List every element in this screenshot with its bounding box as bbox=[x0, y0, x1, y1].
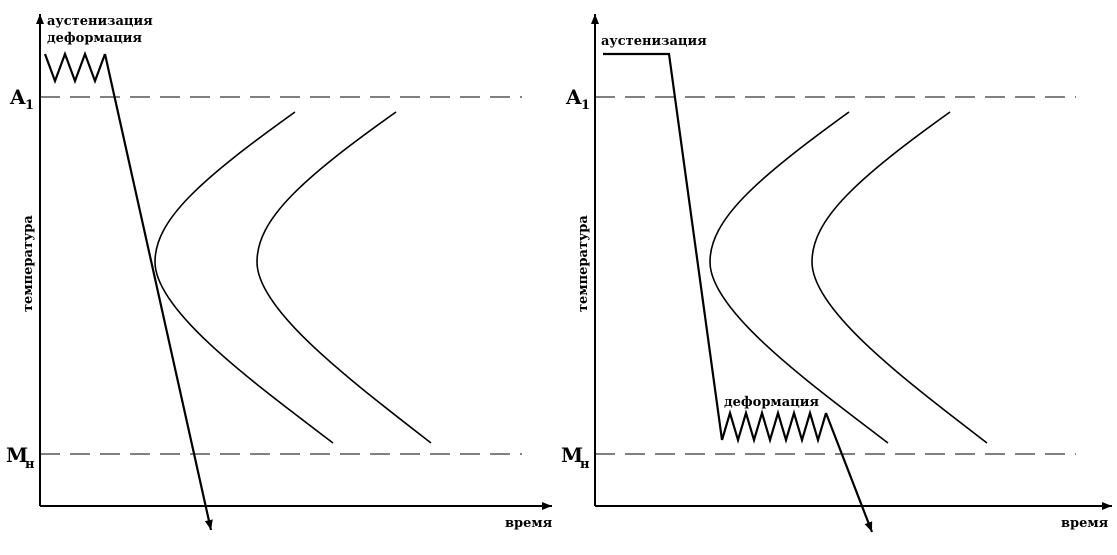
svg-text:1: 1 bbox=[25, 98, 34, 113]
y-axis-label-right: температура bbox=[576, 215, 591, 312]
panel-right: аустенизация деформация A 1 M н температ… bbox=[561, 14, 1112, 533]
a1-label-left: A 1 bbox=[9, 85, 34, 113]
svg-text:A: A bbox=[565, 85, 582, 109]
c-curve-end-right bbox=[811, 111, 988, 444]
austenitization-label-right: аустенизация bbox=[601, 34, 707, 49]
deformation-label-left: деформация bbox=[47, 31, 142, 46]
svg-text:A: A bbox=[9, 85, 26, 109]
c-curve-start-left bbox=[154, 111, 334, 444]
deformation-zigzag-left bbox=[43, 50, 107, 85]
cooling-path-left bbox=[103, 53, 213, 531]
x-axis-label-left: время bbox=[505, 516, 553, 531]
a1-label-right: A 1 bbox=[565, 85, 590, 113]
austenitization-label-left: аустенизация bbox=[47, 14, 153, 29]
svg-text:M: M bbox=[6, 443, 28, 467]
c-curve-start-right bbox=[709, 111, 889, 444]
svg-text:M: M bbox=[561, 443, 583, 467]
svg-text:1: 1 bbox=[581, 98, 590, 113]
deformation-zigzag-right bbox=[720, 409, 828, 444]
cooling-path-right bbox=[824, 412, 874, 533]
svg-text:н: н bbox=[25, 457, 35, 472]
deformation-label-right: деформация bbox=[724, 395, 819, 410]
mn-label-left: M н bbox=[6, 443, 35, 472]
austenitization-quench-path-right bbox=[603, 52, 724, 441]
y-axis-label-left: температура bbox=[21, 215, 36, 312]
mn-label-right: M н bbox=[561, 443, 590, 472]
panel-left: аустенизация деформация A 1 M н температ… bbox=[6, 14, 553, 531]
c-curve-end-left bbox=[256, 111, 432, 444]
x-axis-label-right: время bbox=[1061, 516, 1109, 531]
svg-text:н: н bbox=[580, 457, 590, 472]
